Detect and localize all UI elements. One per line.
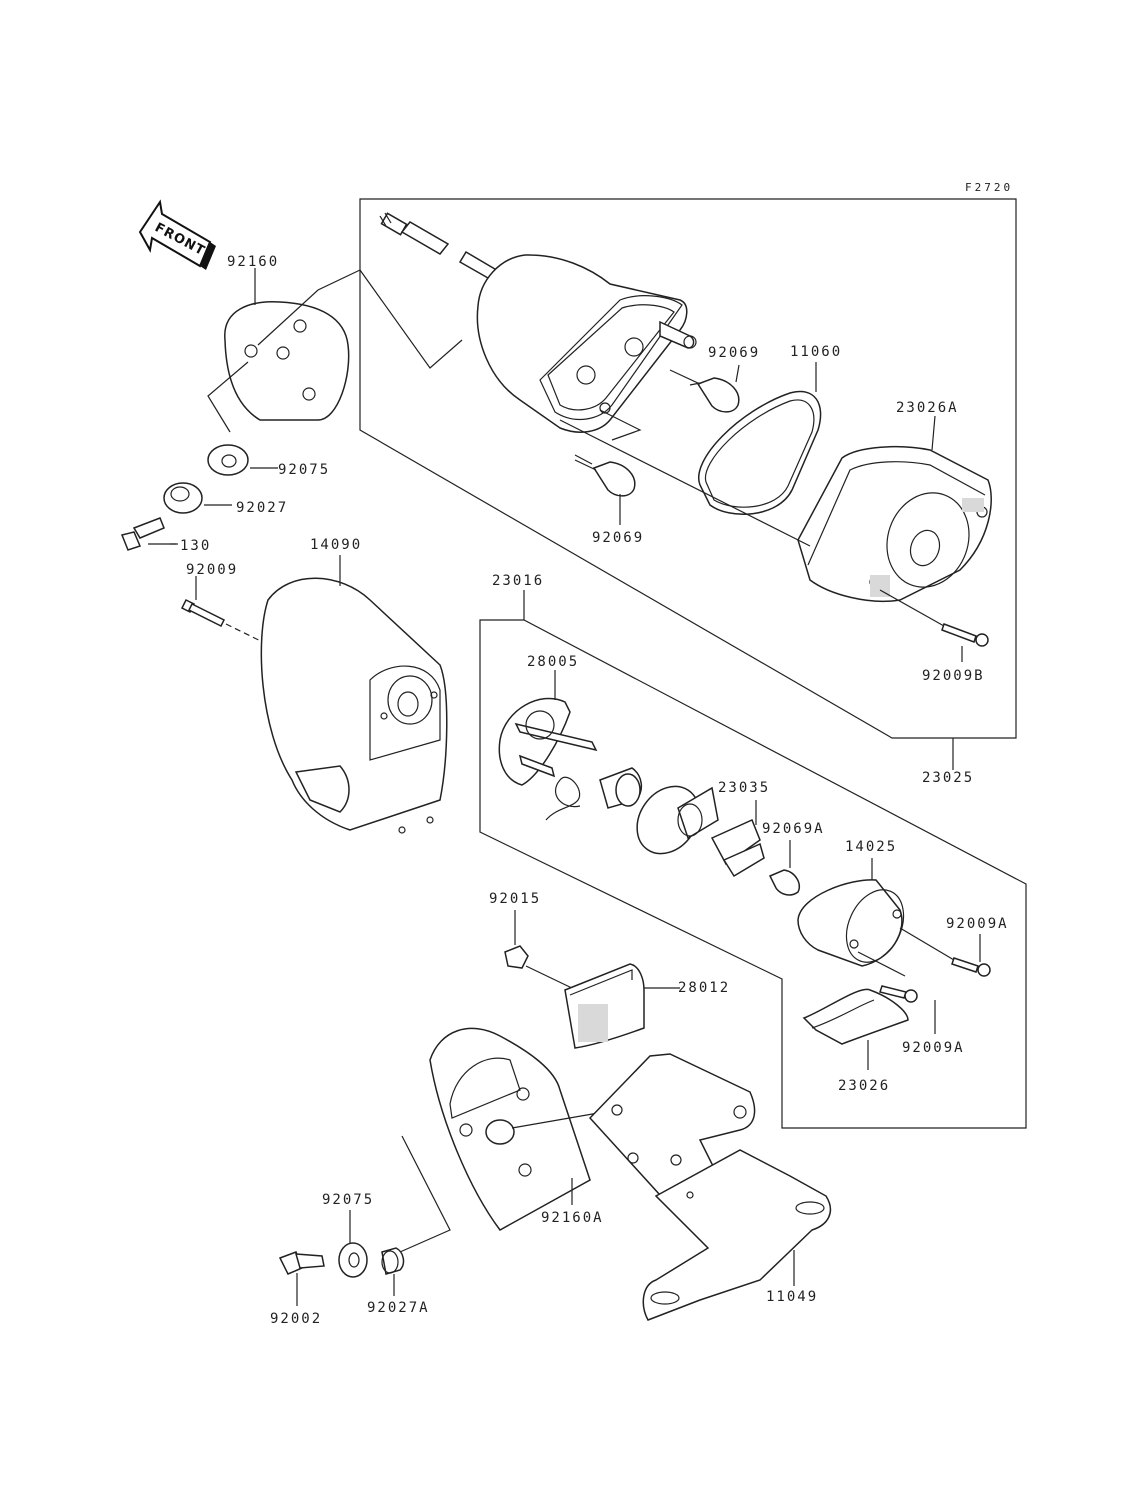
screw-92009A-upper xyxy=(899,927,991,977)
washer-92075-bottom xyxy=(338,1210,368,1278)
socket-ring xyxy=(636,785,719,855)
label-92069-top: 92069 xyxy=(708,345,760,361)
taillight-lens xyxy=(797,446,992,603)
reflector-28012 xyxy=(564,963,680,1049)
label-92075-bottom: 92075 xyxy=(322,1192,374,1208)
label-23016: 23016 xyxy=(492,573,544,589)
label-23025: 23025 xyxy=(922,770,974,786)
bolt-130 xyxy=(120,517,176,551)
label-92160A: 92160A xyxy=(541,1210,604,1226)
bolt-92002 xyxy=(278,1135,451,1306)
bulb-92069A xyxy=(768,840,800,896)
rear-cover-14090 xyxy=(260,555,448,834)
lens-cover-23026 xyxy=(802,988,909,1070)
front-arrow-icon: FRONT xyxy=(138,199,216,270)
taillight-housing xyxy=(476,254,697,433)
label-92009A-top: 92009A xyxy=(946,916,1009,932)
label-92075-top: 92075 xyxy=(278,462,330,478)
washer-92075-top xyxy=(207,444,278,476)
label-92160: 92160 xyxy=(227,254,279,270)
bracket-11049 xyxy=(588,1053,832,1321)
label-23026: 23026 xyxy=(838,1078,890,1094)
taillight-assembly-frame xyxy=(359,198,1017,739)
cover-92160 xyxy=(207,268,463,433)
label-11049: 11049 xyxy=(766,1289,818,1305)
label-92015: 92015 xyxy=(489,891,541,907)
socket-holder-28005 xyxy=(498,670,598,786)
label-92002: 92002 xyxy=(270,1311,322,1327)
label-23035: 23035 xyxy=(718,780,770,796)
label-92009: 92009 xyxy=(186,562,238,578)
turn-lens-14025 xyxy=(797,858,905,967)
bulb-socket-wire xyxy=(545,767,643,821)
label-92069-bottom: 92069 xyxy=(592,530,644,546)
grommet-92027A xyxy=(381,1247,405,1296)
nut-92015 xyxy=(504,910,577,991)
label-130: 130 xyxy=(180,538,211,554)
label-14090: 14090 xyxy=(310,537,362,553)
label-23026A: 23026A xyxy=(896,400,959,416)
label-92009A-bottom: 92009A xyxy=(902,1040,965,1056)
label-11060: 11060 xyxy=(790,344,842,360)
turn-signal-assembly-frame xyxy=(479,590,1027,1129)
bulb-upper xyxy=(669,369,740,413)
cover-92160A xyxy=(429,1027,605,1231)
label-92027: 92027 xyxy=(236,500,288,516)
clip-23035 xyxy=(710,800,765,878)
bulb-lower xyxy=(574,459,636,497)
leader-lines-upper xyxy=(559,362,963,770)
figure-code: F2720 xyxy=(965,181,1013,194)
label-92069A: 92069A xyxy=(762,821,825,837)
label-92009B: 92009B xyxy=(922,668,985,684)
screw-92009A-lower xyxy=(857,951,936,1034)
label-92027A: 92027A xyxy=(367,1300,430,1316)
wiring-harness xyxy=(379,212,501,284)
grommet-92027 xyxy=(163,482,232,514)
label-28005: 28005 xyxy=(527,654,579,670)
label-14025: 14025 xyxy=(845,839,897,855)
screw-92009B xyxy=(879,589,989,647)
label-28012: 28012 xyxy=(678,980,730,996)
